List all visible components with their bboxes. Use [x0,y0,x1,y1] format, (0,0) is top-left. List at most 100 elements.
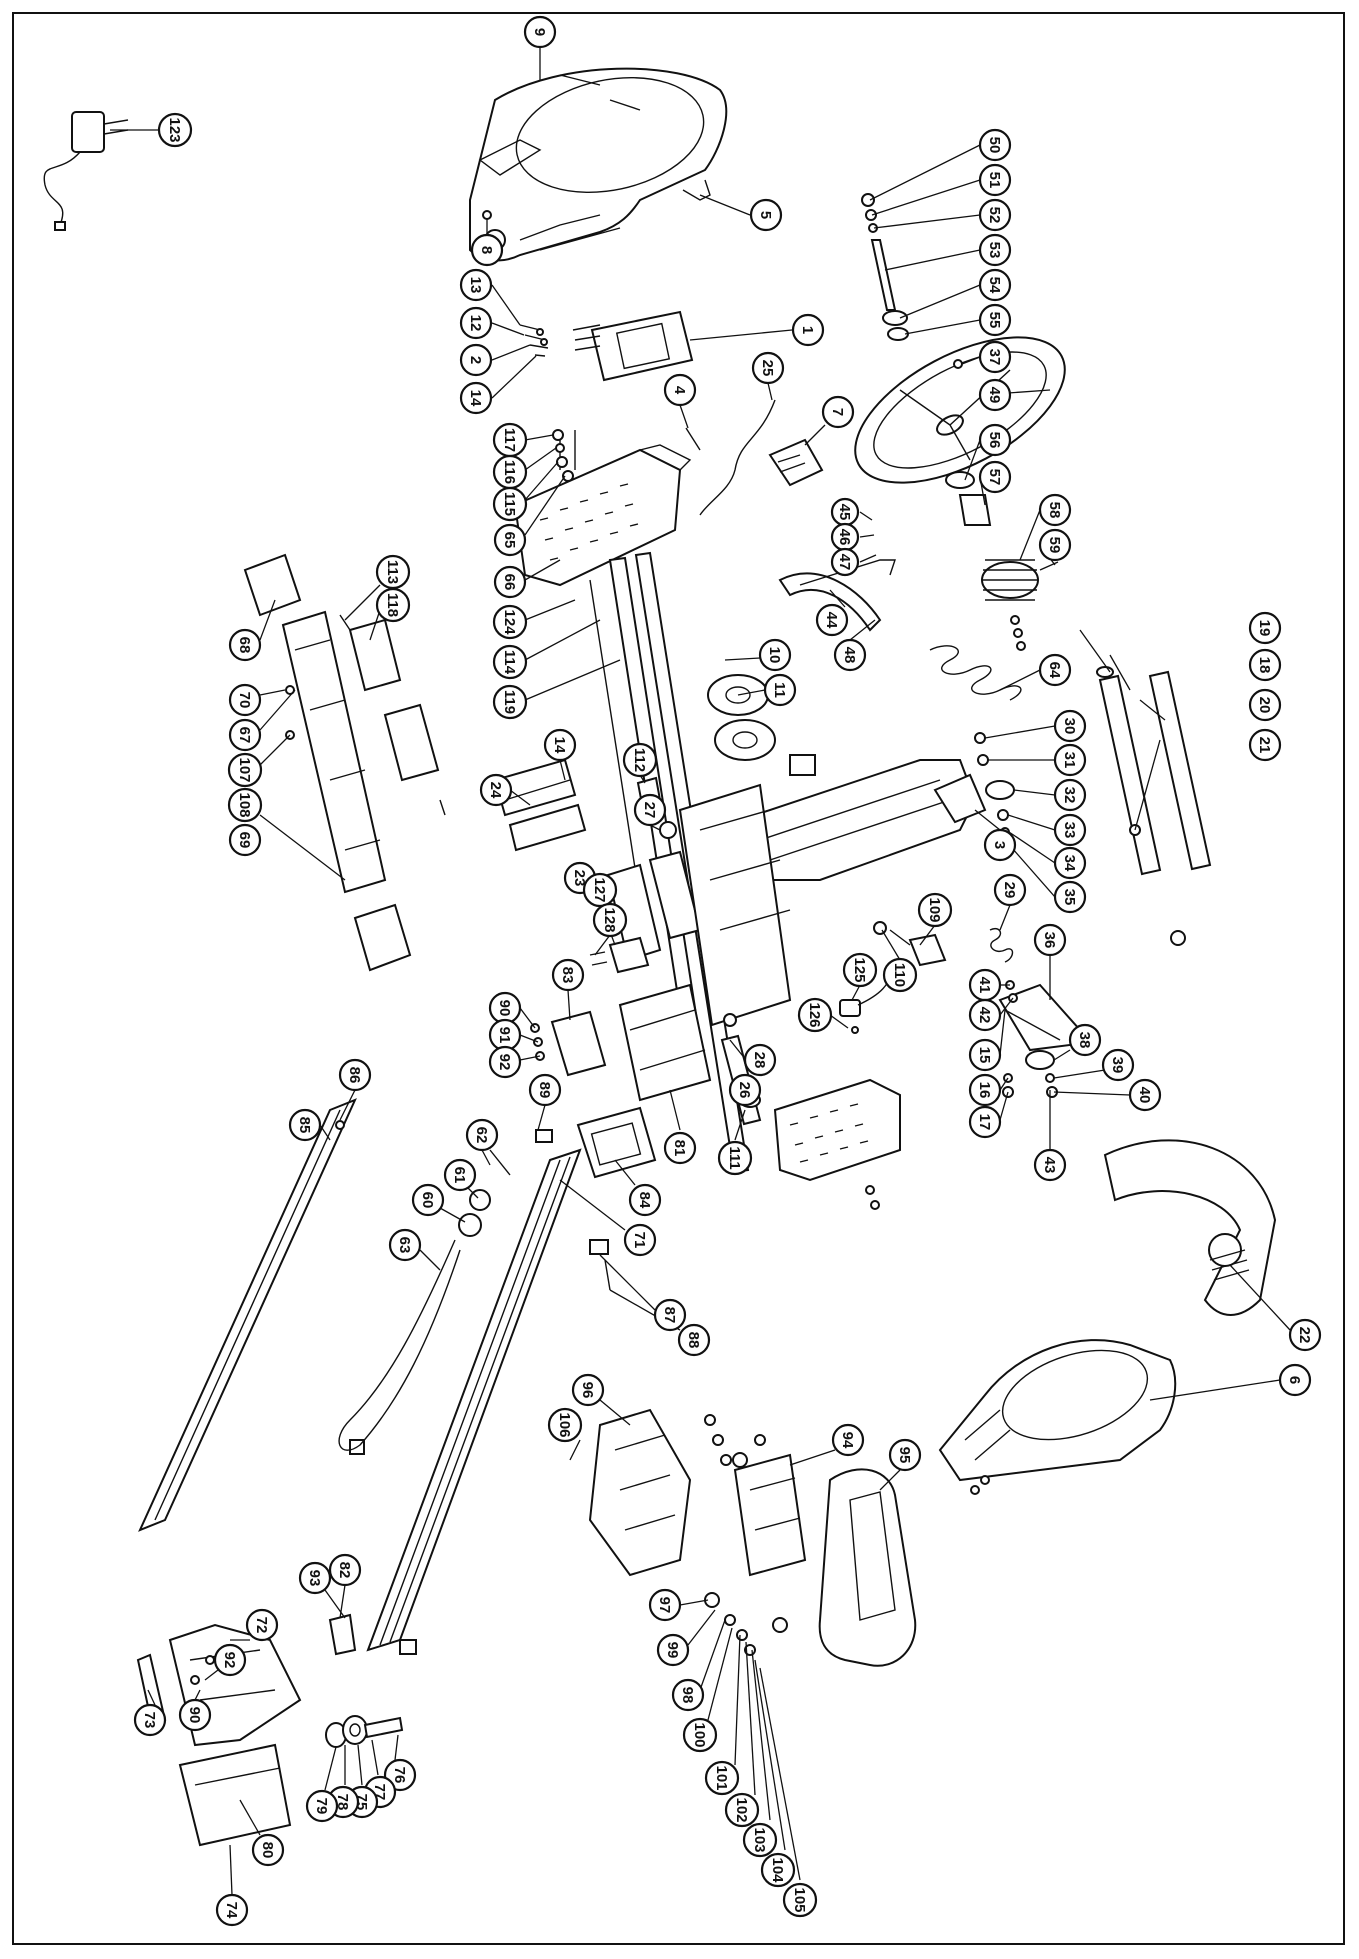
controller-group-part [685,399,824,516]
svg-text:23: 23 [571,870,588,887]
svg-text:44: 44 [823,612,840,629]
svg-text:25: 25 [759,360,776,377]
console-bolts-part [519,324,549,357]
svg-text:118: 118 [384,593,401,617]
svg-text:57: 57 [986,469,1003,486]
svg-text:67: 67 [236,727,253,744]
callout-46: 46 [830,522,860,552]
callout-11: 11 [763,673,797,707]
svg-text:49: 49 [986,387,1003,404]
svg-text:51: 51 [986,172,1003,189]
callout-3: 3 [983,828,1017,862]
svg-text:45: 45 [836,504,853,521]
main-frame-part [678,754,987,1027]
callout-26: 26 [728,1073,762,1107]
callout-87: 87 [653,1298,687,1332]
svg-text:90: 90 [496,1000,513,1017]
callout-118: 118 [375,587,411,623]
svg-text:33: 33 [1061,822,1078,839]
front-wheel-part [325,1715,404,1748]
callout-110: 110 [882,957,918,993]
side-tubes-part [1096,666,1212,946]
callout-86: 86 [338,1058,372,1092]
svg-text:127: 127 [591,877,608,902]
svg-text:64: 64 [1046,662,1063,679]
svg-text:34: 34 [1061,855,1078,872]
svg-text:35: 35 [1061,889,1078,906]
svg-text:83: 83 [559,967,576,984]
callout-1: 1 [791,313,825,347]
callout-106: 106 [547,1407,583,1443]
svg-text:126: 126 [806,1002,823,1027]
svg-text:61: 61 [451,1167,468,1184]
callout-71: 71 [623,1223,657,1257]
svg-text:108: 108 [236,792,253,817]
svg-text:112: 112 [631,748,648,772]
svg-text:87: 87 [661,1307,678,1324]
callout-113: 113 [375,554,411,590]
callout-102: 102 [724,1792,760,1828]
svg-text:7: 7 [829,408,846,416]
callout-50: 50 [978,128,1012,162]
callout-18: 18 [1248,648,1282,682]
svg-text:3: 3 [991,841,1008,849]
callout-117: 117 [492,422,528,458]
svg-text:14: 14 [551,737,568,754]
callout-12: 12 [459,306,493,340]
callout-63: 63 [388,1228,422,1262]
svg-text:81: 81 [671,1140,688,1157]
leader-lines [110,48,1291,1896]
callout-7: 7 [821,395,855,429]
callout-85: 85 [288,1108,322,1142]
callout-58: 58 [1038,493,1072,527]
callout-96: 96 [571,1373,605,1407]
svg-text:28: 28 [751,1052,768,1069]
svg-text:99: 99 [664,1642,681,1659]
console-part [572,310,694,382]
svg-text:4: 4 [671,386,688,395]
callout-53: 53 [978,233,1012,267]
svg-text:78: 78 [334,1794,351,1811]
callout-115: 115 [492,486,528,522]
callout-70: 70 [228,683,262,717]
callout-29: 29 [993,873,1027,907]
callout-28: 28 [743,1043,777,1077]
svg-text:11: 11 [771,682,788,698]
callout-107: 107 [227,752,263,788]
callout-14-upper: 14 [459,381,493,415]
svg-text:32: 32 [1061,787,1078,804]
svg-text:63: 63 [396,1237,413,1254]
callout-20: 20 [1248,688,1282,722]
callout-4: 4 [663,373,697,407]
svg-text:55: 55 [986,312,1003,329]
svg-text:29: 29 [1001,882,1018,899]
svg-text:95: 95 [896,1447,913,1464]
callout-98: 98 [671,1678,705,1712]
callout-72: 72 [245,1608,279,1642]
svg-text:69: 69 [236,832,253,849]
callout-22: 22 [1288,1318,1322,1352]
callout-83: 83 [551,958,585,992]
callout-43: 43 [1033,1148,1067,1182]
callout-21: 21 [1248,728,1282,762]
callout-90-lower: 90 [178,1698,212,1732]
svg-text:13: 13 [467,277,484,294]
callout-6: 6 [1278,1363,1312,1397]
svg-text:26: 26 [736,1082,753,1099]
right-pedal-part [773,1078,901,1210]
svg-text:92: 92 [221,1652,238,1669]
adjust-knob-part [873,921,947,967]
callout-14-lower: 14 [543,728,577,762]
svg-text:113: 113 [384,560,401,584]
svg-text:115: 115 [501,492,518,516]
svg-text:92: 92 [496,1054,513,1071]
svg-text:106: 106 [556,1412,573,1437]
svg-text:100: 100 [691,1722,708,1747]
svg-text:104: 104 [769,1857,786,1883]
svg-text:5: 5 [757,211,774,219]
callout-114: 114 [492,644,528,680]
callout-73: 73 [133,1703,167,1737]
shaft-end-parts [552,429,574,482]
